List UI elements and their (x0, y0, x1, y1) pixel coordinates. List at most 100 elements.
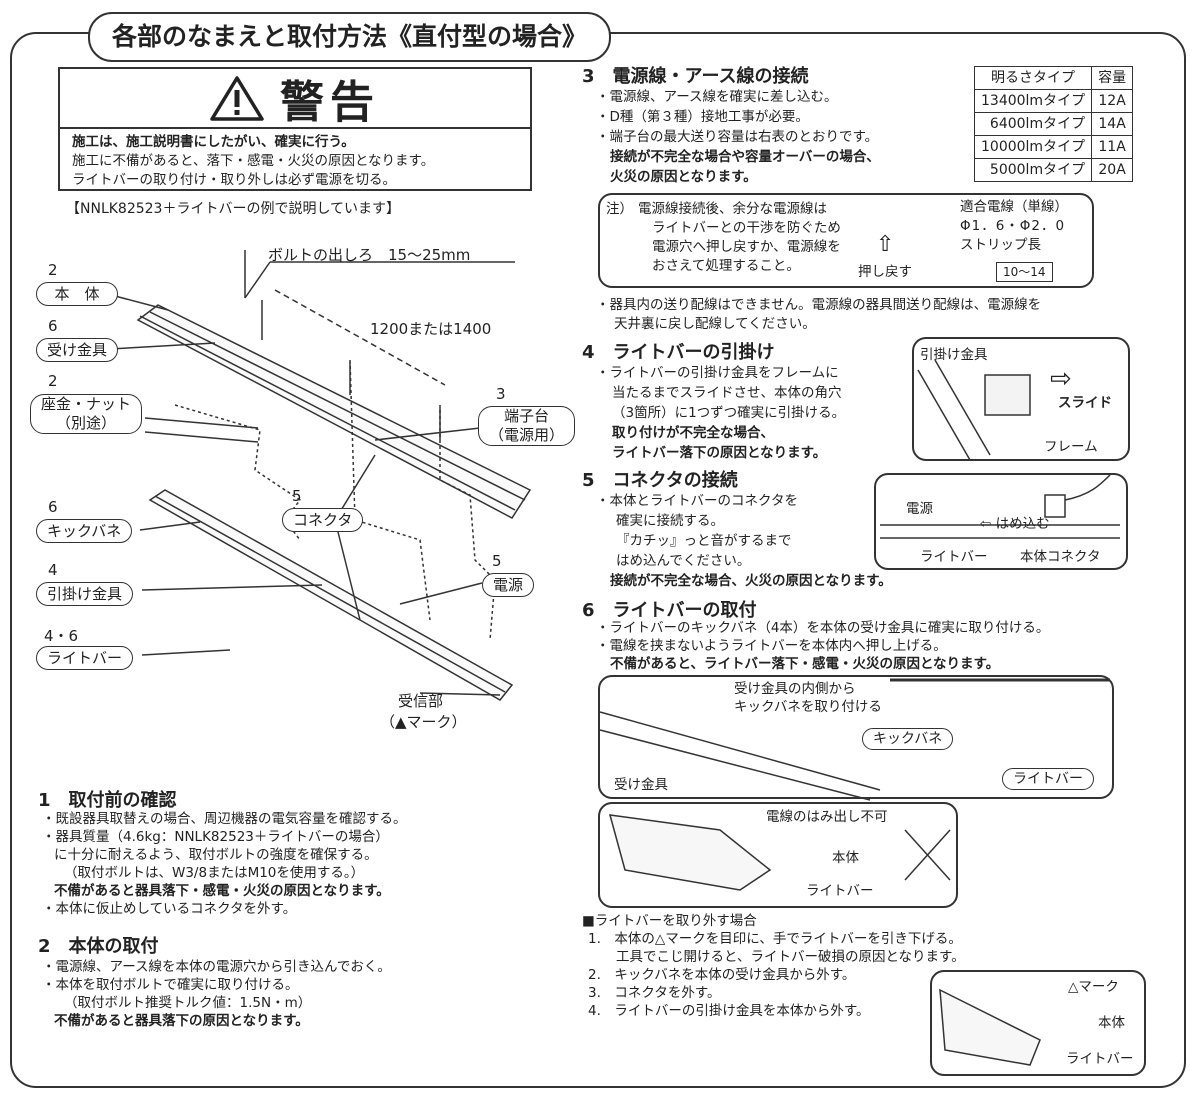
sec5-line-5: 接続が不完全な場合、火災の原因となります。 (610, 573, 892, 589)
removal-step-1: 1. 本体の△マークを目印に、手でライトバーを引き下げる。 (588, 931, 962, 947)
sec1-line-1: ・既設器具取替えの場合、周辺機器の電気容量を確認する。 (42, 811, 407, 827)
label-num-hook: 4 (48, 561, 58, 579)
capacity-cell-type: 6400lmタイプ (973, 112, 1093, 136)
sec6-line-3: 不備があると、ライトバー落下・感電・火災の原因となります。 (610, 656, 1000, 672)
sec3-line-4: 接続が不完全な場合や容量オーバーの場合、 (610, 149, 880, 165)
sec6-heading: 6 ライトバーの取付 (582, 600, 757, 621)
sec4-line-4: 取り付けが不完全な場合、 (612, 425, 774, 441)
sec6-fig-lightbar-2: ライトバー (806, 883, 874, 899)
warning-line-1: 施工は、施工説明書にしたがい、確実に行う。 (72, 134, 355, 150)
sec6-fig-inner-1: 受け金具の内側から (734, 681, 856, 697)
sec5-line-4: はめ込んでください。 (616, 553, 751, 569)
removal-figure (930, 970, 1146, 1076)
label-num-terminal: 3 (496, 385, 506, 403)
sec5-figure (874, 473, 1128, 570)
fixture-length: 1200または1400 (370, 320, 492, 338)
label-washer-nut-sub: （別途） (56, 414, 117, 432)
table-row: 10000lmタイプ 11A (973, 135, 1134, 159)
sec6-figure-lower (598, 802, 958, 908)
sec5-fig-insert: ⇦ はめ込む (980, 515, 1050, 533)
sec4-line-2: 当たるまでスライドさせ、本体の角穴 (612, 385, 842, 401)
capacity-table: 明るさタイプ 容量 13400lmタイプ 12A 6400lmタイプ 14A 1… (973, 66, 1134, 182)
receiver-mark: （▲マーク） (380, 713, 467, 731)
sec4-fig-hook: 引掛け金具 (920, 347, 988, 363)
sec2-line-1: ・電源線、アース線を本体の電源穴から引き込んでおく。 (42, 959, 391, 975)
label-terminal-name: 端子台 (504, 407, 550, 425)
capacity-cell-amps: 11A (1091, 135, 1134, 159)
label-num-body: 2 (48, 261, 58, 279)
sec2-heading: 2 本体の取付 (38, 936, 159, 957)
sec3-note-2: ライトバーとの干渉を防ぐため (652, 220, 841, 236)
removal-fig-mark: △マーク (1068, 979, 1119, 995)
label-kickspring: キックバネ (36, 519, 133, 543)
sec5-fig-lightbar: ライトバー (920, 549, 988, 565)
warning-triangle-icon (210, 76, 264, 121)
sec6-figure-upper (598, 675, 1114, 799)
sec3-line-1: ・電源線、アース線を確実に差し込む。 (596, 89, 838, 105)
bolt-protrusion-note: ボルトの出しろ 15〜25mm (268, 246, 471, 264)
sec3-note-prefix: 注） (606, 201, 633, 217)
label-hook: 引掛け金具 (36, 582, 134, 606)
sec6-fig-inner-2: キックバネを取り付ける (734, 699, 882, 715)
warning-line-3: ライトバーの取り付け・取り外しは必ず電源を切る。 (72, 172, 396, 188)
sec6-fig-bracket: 受け金具 (614, 777, 668, 793)
label-body: 本 体 (36, 282, 118, 306)
sec4-fig-frame: フレーム (1044, 439, 1098, 455)
label-num-power: 5 (492, 552, 502, 570)
removal-step-3: 3. コネクタを外す。 (588, 985, 721, 1001)
removal-heading: ■ライトバーを取り外す場合 (582, 913, 757, 929)
sec4-line-1: ・ライトバーの引掛け金具をフレームに (596, 365, 839, 381)
slide-arrow-icon: ⇨ (1050, 364, 1072, 394)
sec6-fig-no-protrude: 電線のはみ出し不可 (766, 809, 888, 825)
capacity-header-type: 明るさタイプ (973, 66, 1093, 90)
table-row: 6400lmタイプ 14A (973, 112, 1134, 136)
sec5-line-1: ・本体とライトバーのコネクタを (596, 493, 798, 509)
sec6-line-1: ・ライトバーのキックバネ（4本）を本体の受け金具に確実に取り付ける。 (596, 620, 1050, 636)
sec3-note-4: おさえて処理すること。 (652, 258, 800, 274)
capacity-cell-amps: 14A (1091, 112, 1134, 136)
sec2-line-3: （取付ボルト推奨トルク値：1.5N・m） (64, 995, 312, 1011)
capacity-cell-type: 5000lmタイプ (973, 158, 1093, 182)
strip-length-label: ストリップ長 (960, 237, 1041, 253)
sec3-note-3: 電源穴へ押し戻すか、電源線を (652, 239, 841, 255)
sec3-note-box (598, 193, 1094, 288)
label-connector: コネクタ (282, 508, 364, 532)
sec5-fig-connector: 本体コネクタ (1020, 549, 1101, 565)
label-terminal-sub: （電源用） (489, 426, 565, 444)
removal-fig-body: 本体 (1098, 1015, 1125, 1031)
removal-step-4: 4. ライトバーの引掛け金具を本体から外す。 (588, 1003, 870, 1019)
label-num-connector: 5 (292, 487, 302, 505)
label-terminal: 端子台 （電源用） (478, 406, 576, 446)
page-title: 各部のなまえと取付方法《直付型の場合》 (88, 12, 612, 62)
warning-box: 警告 施工は、施工説明書にしたがい、確実に行う。 施工に不備があると、落下・感電… (58, 67, 532, 191)
warning-line-2: 施工に不備があると、落下・感電・火災の原因となります。 (72, 153, 435, 169)
sec5-line-3: 『カチッ』っと音がするまで (616, 533, 792, 549)
capacity-cell-amps: 20A (1091, 158, 1134, 182)
wire-title: 適合電線（単線） (960, 199, 1068, 215)
sec1-line-5: 不備があると器具落下・感電・火災の原因となります。 (54, 883, 390, 899)
sec6-fig-kickspring: キックバネ (862, 728, 954, 750)
sec5-line-2: 確実に接続する。 (616, 513, 724, 529)
table-row: 5000lmタイプ 20A (973, 158, 1134, 182)
label-washer-nut: 座金・ナット （別途） (30, 394, 143, 434)
capacity-table-header: 明るさタイプ 容量 (973, 66, 1134, 90)
sec3-line-2: ・D種（第３種）接地工事が必要。 (596, 109, 809, 125)
sec1-heading: 1 取付前の確認 (38, 790, 177, 811)
sec3-line-3: ・端子台の最大送り容量は右表のとおりです。 (596, 129, 879, 145)
capacity-cell-type: 10000lmタイプ (973, 135, 1093, 159)
label-bracket: 受け金具 (36, 338, 119, 362)
example-note: 【NNLK82523＋ライトバーの例で説明しています】 (66, 201, 401, 217)
warning-heading: 警告 (280, 77, 380, 128)
removal-step-2: 2. キックバネを本体の受け金具から外す。 (588, 967, 856, 983)
up-arrow-icon: ⇧ (876, 232, 895, 257)
sec3-line-7: 天井裏に戻し配線してください。 (614, 316, 816, 332)
sec4-figure (912, 337, 1130, 461)
removal-step-1-note: 工具でこじ開けると、ライトバー破損の原因となります。 (616, 949, 965, 965)
label-num-lightbar: 4・6 (44, 627, 79, 645)
sec5-fig-power: 電源 (906, 501, 933, 517)
table-row: 13400lmタイプ 12A (973, 89, 1134, 113)
warning-header: 警告 (60, 69, 530, 129)
sec6-fig-body: 本体 (832, 850, 859, 866)
sec2-line-4: 不備があると器具落下の原因となります。 (54, 1013, 309, 1029)
